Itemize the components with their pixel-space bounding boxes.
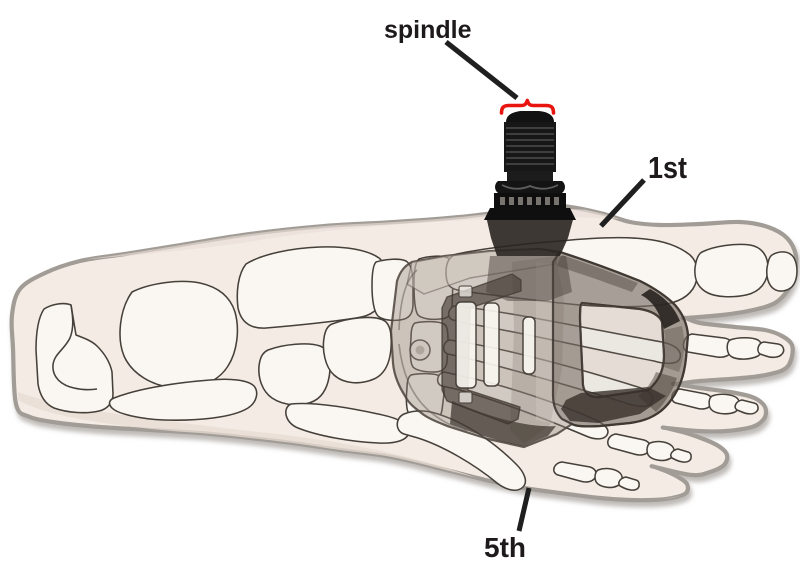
svg-text:spindle: spindle bbox=[384, 16, 472, 44]
svg-text:5th: 5th bbox=[484, 532, 526, 563]
svg-text:1st: 1st bbox=[648, 151, 687, 185]
